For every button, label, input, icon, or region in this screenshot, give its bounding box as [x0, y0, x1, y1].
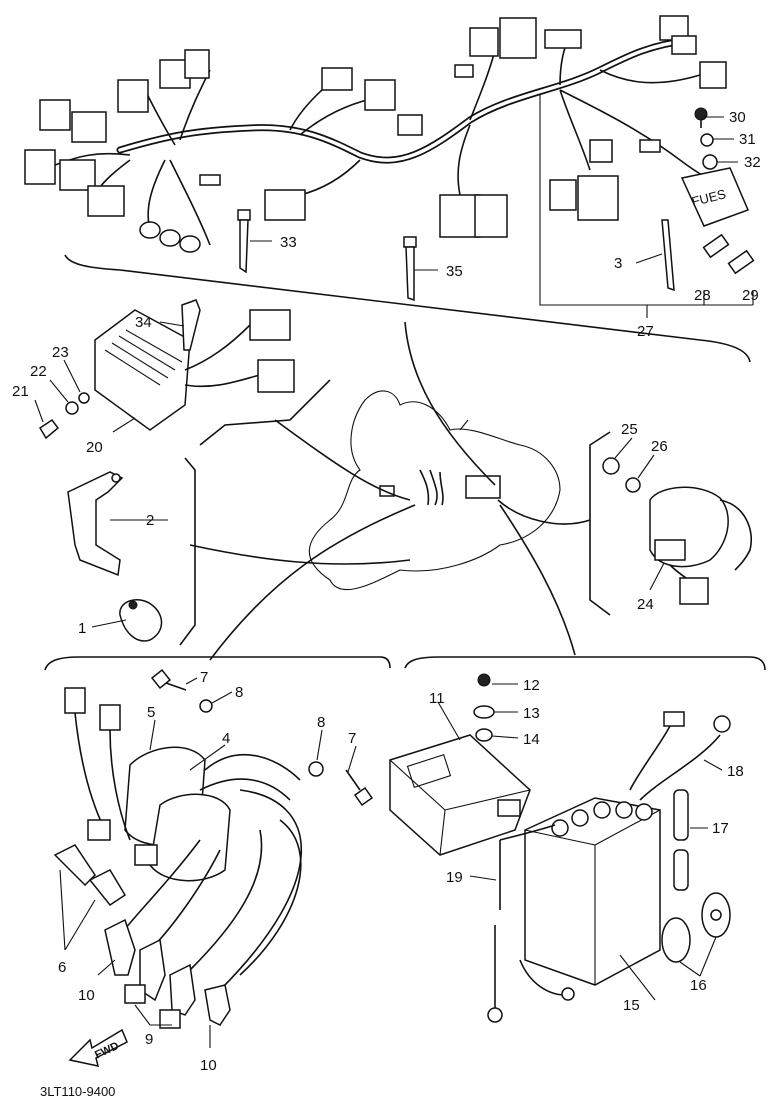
callout-10a: 10: [78, 987, 95, 1004]
callout-14: 14: [523, 731, 540, 748]
washer-23: [78, 392, 90, 404]
ecu-11: [389, 734, 531, 856]
harness-connectors: [24, 15, 727, 253]
callout-10b: 10: [200, 1057, 217, 1074]
callout-7a: 7: [200, 669, 208, 686]
fwd-arrow: FWD: [68, 1028, 128, 1067]
callout-25: 25: [621, 421, 638, 438]
connector-lines: [189, 321, 591, 661]
plug-caps: [104, 918, 231, 1029]
breather-17: [673, 789, 689, 891]
relay-24: [649, 486, 752, 605]
callout-22: 22: [30, 363, 47, 380]
washer-8a: [199, 699, 213, 713]
callout-1: 1: [78, 620, 86, 637]
washer-31: [700, 133, 714, 147]
nut-25: [602, 457, 620, 475]
callout-8b: 8: [317, 714, 325, 731]
bracket-34: [181, 299, 201, 351]
cover-6: [53, 844, 127, 907]
callout-26: 26: [651, 438, 668, 455]
bolt-7b: [345, 769, 374, 807]
callout-20: 20: [86, 439, 103, 456]
callout-5: 5: [147, 704, 155, 721]
wire-harness: [54, 34, 731, 246]
callout-13: 13: [523, 705, 540, 722]
dampers-16: [661, 892, 731, 963]
group-27-bracket: [539, 95, 753, 306]
battery-bracket: [404, 656, 766, 671]
callout-30: 30: [729, 109, 746, 126]
callout-6: 6: [58, 959, 66, 976]
callout-32: 32: [744, 154, 761, 171]
callout-4: 4: [222, 730, 230, 747]
washer-26: [625, 477, 641, 493]
band-3: [661, 219, 675, 292]
nut-32: [702, 154, 718, 170]
bolt-7a: [150, 668, 187, 691]
callout-9: 9: [145, 1031, 153, 1048]
screw-30: [694, 107, 708, 128]
callout-8a: 8: [235, 684, 243, 701]
harness-bracket: [64, 254, 751, 363]
callout-16: 16: [690, 977, 707, 994]
ignition-coils: [64, 687, 301, 882]
rectifier-regulator: [94, 309, 295, 431]
left-bracket: [179, 457, 196, 646]
leader-lines: [34, 116, 738, 1048]
screw-21: [38, 418, 60, 440]
regulator-bracket: [199, 379, 331, 446]
grommet-13: [473, 705, 495, 719]
fwd-label: FWD: [93, 1040, 121, 1061]
callout-3: 3: [614, 255, 622, 272]
callout-34: 34: [135, 314, 152, 331]
clamp-1: [119, 599, 163, 642]
callout-24: 24: [637, 596, 654, 613]
callout-27: 27: [637, 323, 654, 340]
callout-19: 19: [446, 869, 463, 886]
collar-14: [475, 728, 493, 742]
bracket-2: [67, 471, 124, 577]
battery-15: [524, 797, 661, 986]
callout-29: 29: [742, 287, 759, 304]
callout-33: 33: [280, 234, 297, 251]
callout-15: 15: [623, 997, 640, 1014]
coil-bracket: [44, 656, 391, 671]
washer-8b: [308, 761, 324, 777]
motorcycle-outline: [308, 390, 561, 591]
fuses-28-29: [702, 233, 755, 275]
callout-7b: 7: [348, 730, 356, 747]
washer-22: [65, 401, 79, 415]
callout-28: 28: [694, 287, 711, 304]
band-33: [237, 209, 251, 274]
drawing-code: 3LT110-9400: [40, 1084, 115, 1099]
fuse-box: FUES: [680, 167, 750, 227]
callout-2: 2: [146, 512, 154, 529]
callout-35: 35: [446, 263, 463, 280]
callout-17: 17: [712, 820, 729, 837]
callout-12: 12: [523, 677, 540, 694]
callout-numbers: 33 35 3 30 31 32 28 29 27 34 23 22 21 20…: [12, 109, 761, 1074]
callout-11: 11: [429, 690, 445, 707]
callout-31: 31: [739, 131, 756, 148]
band-35: [403, 236, 417, 302]
lead-19: [487, 824, 575, 1023]
callout-21: 21: [12, 383, 29, 400]
callout-18: 18: [727, 763, 744, 780]
callout-23: 23: [52, 344, 69, 361]
battery-lead-18: [629, 711, 731, 801]
right-bracket: [589, 431, 611, 616]
screw-12: [477, 673, 491, 687]
